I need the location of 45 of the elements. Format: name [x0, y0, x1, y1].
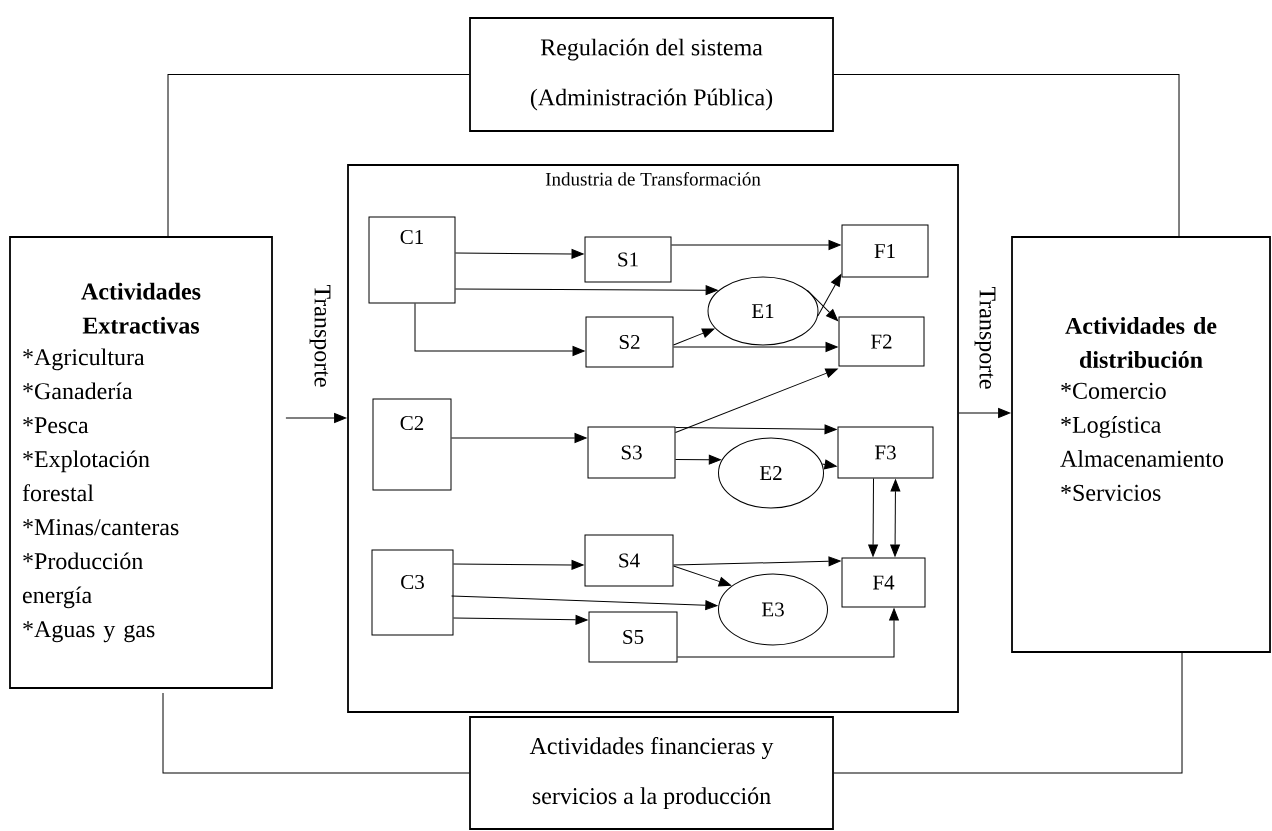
arrow: [455, 285, 718, 296]
process-box: F4: [841, 557, 926, 608]
process-box: F2: [838, 316, 925, 367]
process-box: F3: [837, 426, 934, 479]
process-box: S3: [587, 426, 676, 479]
arrow: [817, 274, 842, 317]
activity-box: Actividades de distribución *Comercio *Logística Almacenamiento *Servicios: [1011, 236, 1271, 653]
activity-box: Actividades Extractivas *Agricultura *Ganadería *Pesca *Explotación forestal *Minas/canteras *Producción energía *Aguas y gas: [9, 236, 273, 689]
arrow: [958, 408, 1011, 418]
arrow: [868, 478, 878, 557]
edge-label: Transporte: [974, 286, 996, 389]
connector-line: [162, 692, 470, 774]
arrow: [451, 433, 587, 443]
arrow: [673, 565, 731, 587]
process-box: C3: [371, 549, 454, 636]
arrow: [675, 368, 838, 433]
arrow: [455, 249, 584, 259]
double-arrow: [890, 479, 901, 557]
arrow: [673, 342, 838, 352]
process-box: S5: [588, 611, 678, 663]
arrow: [675, 454, 721, 465]
process-box: F1: [841, 224, 929, 278]
arrow: [673, 328, 715, 346]
arrow: [671, 240, 841, 250]
arrow: [821, 459, 837, 470]
arrow: [453, 614, 588, 625]
arrow: [677, 608, 899, 658]
arrow: [414, 303, 585, 356]
connector-line: [167, 74, 470, 237]
connector-line: [833, 74, 1180, 237]
arrow: [451, 595, 718, 611]
process-box: S2: [585, 316, 674, 368]
process-box: S1: [584, 236, 672, 283]
arrow: [806, 289, 839, 321]
arrow: [673, 556, 841, 567]
text-box: Actividades financieras y servicios a la producción: [469, 716, 834, 830]
process-box: S4: [584, 534, 674, 587]
arrow: [453, 560, 584, 570]
process-box: C1: [368, 216, 456, 304]
arrow: [675, 424, 837, 435]
arrow: [285, 413, 347, 423]
text-box: Regulación del sistema (Administración Pública): [469, 17, 834, 132]
process-box: C2: [372, 398, 452, 491]
connector-line: [833, 652, 1183, 774]
edge-label: Transporte: [309, 284, 331, 387]
